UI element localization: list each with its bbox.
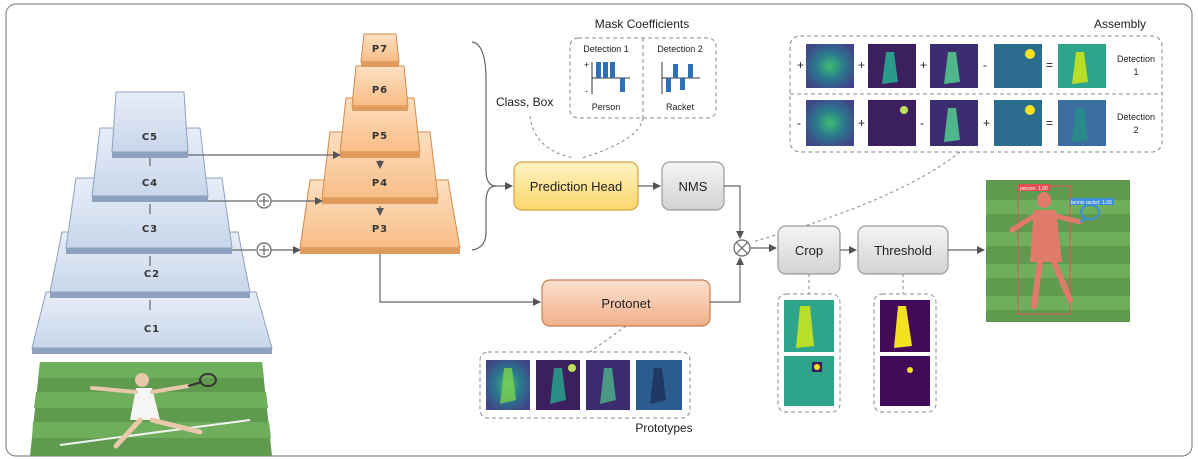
prototypes-panel: Prototypes [479,351,693,435]
person-tag: person: 1.00 [1020,186,1048,192]
c2-label: C2 [144,269,160,280]
asm-r2-op4: + [983,116,990,130]
asm-r2-label-a: Detection [1117,112,1155,122]
asm-r2-op5: = [1046,116,1053,130]
threshold-outputs [873,293,937,413]
backbone-level-c1: C1 [31,291,273,354]
fpn-level-p6: P6 [351,65,409,111]
asm-r2-label-b: 2 [1133,125,1138,135]
class-box-label: Class, Box [496,95,553,109]
lateral-connections [188,151,341,258]
asm-r1-op5: = [1046,58,1053,72]
protonet-box: Protonet [541,279,711,327]
det2-class: Racket [666,102,695,112]
threshold-label: Threshold [874,243,932,258]
p7-label: P7 [372,44,388,55]
asm-r1-label-a: Detection [1117,54,1155,64]
prediction-head-label: Prediction Head [530,179,623,194]
assembly-panel: + + + - = Detection 1 - + - + = Detectio… [789,35,1163,153]
fpn-level-p7: P7 [360,33,400,67]
backbone-level-c5: C5 [111,91,189,158]
asm-r2-op2: + [858,116,865,130]
det1-minus: - [585,86,588,96]
det1-title: Detection 1 [583,44,629,54]
asm-r1-op3: + [920,58,927,72]
crop-label: Crop [795,243,823,258]
crop-outputs [777,293,841,413]
det1-plus: + [584,60,589,70]
fpn-brace [471,41,513,251]
asm-r2-op3: - [920,116,924,130]
c5-label: C5 [142,132,158,143]
p4-label: P4 [372,178,388,189]
assembly-title: Assembly [1094,17,1146,31]
input-image [30,362,272,456]
backbone: C1 C2 C3 C4 C5 [31,91,273,354]
p5-label: P5 [372,131,388,142]
nms-label: NMS [679,179,708,194]
result-image: person: 1.00 tennis racket: 1.00 [986,180,1130,322]
asm-r1-op2: + [858,58,865,72]
nms-box: NMS [661,161,725,211]
c3-label: C3 [142,224,158,235]
threshold-box: Threshold [857,225,949,275]
prediction-head-box: Prediction Head [513,161,639,211]
c4-label: C4 [142,178,158,189]
asm-r2-op1: - [797,116,801,130]
multiply-node [733,239,751,257]
fpn: P3 P4 P5 P6 P7 [299,33,461,254]
protonet-label: Protonet [601,296,651,311]
c1-label: C1 [144,324,160,335]
mask-coefficients-title: Mask Coefficients [595,17,689,31]
crop-box: Crop [777,225,841,275]
asm-r1-op4: - [983,58,987,72]
prototypes-label: Prototypes [635,421,692,435]
det1-class: Person [592,102,621,112]
outer-frame [5,3,1193,457]
asm-r1-label-b: 1 [1133,67,1138,77]
racket-tag: tennis racket: 1.00 [1071,200,1112,206]
asm-r1-op1: + [797,58,804,72]
p6-label: P6 [372,85,388,96]
det2-title: Detection 2 [657,44,703,54]
mask-coefficients-panel: Detection 1 Detection 2 + - Person Racke… [569,37,717,119]
p3-label: P3 [372,224,388,235]
